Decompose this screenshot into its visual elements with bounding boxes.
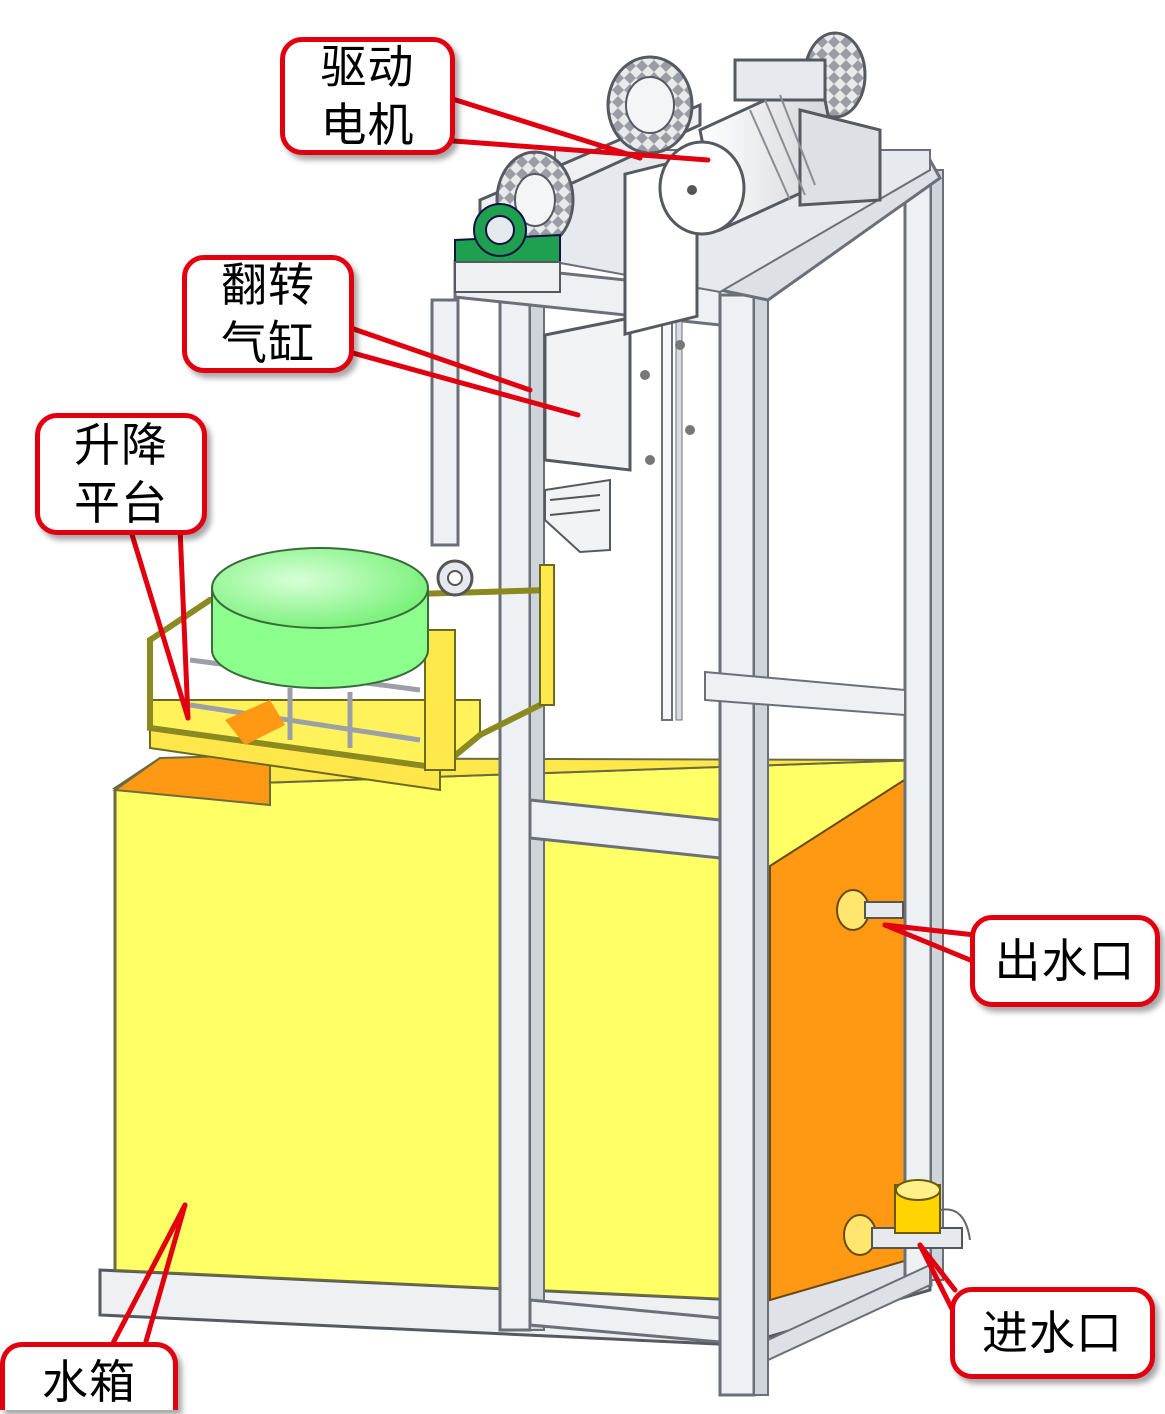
label-flip-cylinder-line1: 翻转 — [221, 258, 315, 312]
pillow-block-bearing — [454, 203, 561, 293]
label-inlet: 进水口 — [950, 1287, 1155, 1379]
label-outlet-text: 出水口 — [994, 934, 1136, 988]
label-lift-platform-line1: 升降 — [74, 418, 168, 472]
workpiece-cylinder — [211, 547, 429, 689]
label-lift-platform: 升降 平台 — [35, 413, 207, 535]
label-water-tank-text: 水箱 — [42, 1355, 136, 1409]
label-water-tank: 水箱 — [0, 1342, 178, 1410]
outlet-fitting — [836, 889, 904, 931]
leader-lines — [109, 92, 978, 1348]
label-lift-platform-line2: 平台 — [74, 476, 168, 530]
label-flip-cylinder-line2: 气缸 — [221, 316, 315, 370]
label-inlet-text: 进水口 — [982, 1306, 1123, 1360]
slider-bearing — [436, 559, 474, 597]
label-flip-cylinder: 翻转 气缸 — [182, 255, 354, 373]
label-drive-motor: 驱动 电机 — [280, 37, 455, 155]
drive-shaft-assembly — [478, 31, 867, 250]
label-drive-motor-line1: 驱动 — [320, 40, 415, 94]
inlet-fitting — [843, 1179, 971, 1256]
label-outlet: 出水口 — [970, 915, 1160, 1007]
drive-motor — [658, 58, 882, 236]
label-drive-motor-line2: 电机 — [320, 98, 415, 152]
flip-cylinder-assembly — [543, 154, 699, 554]
